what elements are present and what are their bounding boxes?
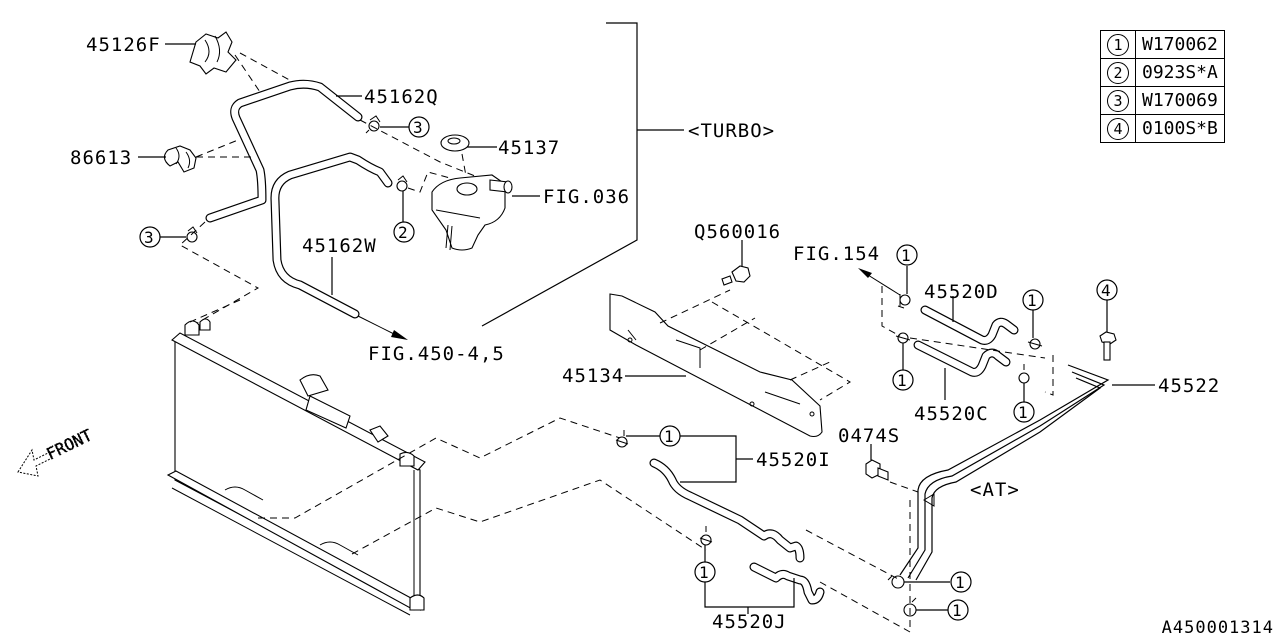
- svg-text:1: 1: [955, 573, 965, 592]
- svg-text:3: 3: [413, 118, 423, 137]
- callout-4: 4: [1096, 279, 1118, 301]
- bolt-0474S[interactable]: [865, 459, 889, 481]
- callout-1-f: 1: [947, 599, 969, 621]
- callout-2: 2: [393, 221, 415, 243]
- front-direction-arrow: FRONT: [17, 425, 96, 477]
- callout-1-h: 1: [694, 561, 716, 583]
- clamp-1-h[interactable]: [699, 526, 713, 546]
- label-0474S: 0474S: [838, 425, 900, 447]
- callout-1-a: 1: [896, 244, 918, 266]
- label-45137: 45137: [498, 137, 560, 159]
- svg-text:1: 1: [664, 427, 674, 446]
- svg-text:1: 1: [1027, 291, 1037, 310]
- callout-1-b: 1: [892, 369, 914, 391]
- clip-86613[interactable]: [163, 145, 197, 173]
- clamp-1-d[interactable]: [1018, 364, 1030, 384]
- callout-3-upper: 3: [408, 116, 430, 138]
- legend-row: 4 0100S*B: [1100, 114, 1225, 143]
- front-label: FRONT: [43, 425, 95, 463]
- label-45520J: 45520J: [712, 611, 787, 633]
- label-45520D: 45520D: [924, 281, 999, 303]
- legend-row: 3 W170069: [1100, 86, 1225, 115]
- svg-text:1: 1: [1018, 403, 1028, 422]
- clamp-1-b[interactable]: [895, 332, 911, 344]
- hose-45520D[interactable]: [920, 305, 1019, 345]
- callout-1-g: 1: [659, 425, 681, 447]
- legend-ref-3: 3: [1107, 89, 1129, 112]
- turbo-bracket: [481, 22, 684, 327]
- legend-ref-4: 4: [1107, 117, 1129, 140]
- svg-text:1: 1: [901, 246, 911, 265]
- callout-3-lower: 3: [139, 226, 161, 248]
- legend-ref-1: 1: [1107, 33, 1129, 56]
- hose-45520I[interactable]: [649, 458, 805, 563]
- label-45162Q: 45162Q: [364, 86, 439, 108]
- radiator[interactable]: [166, 318, 426, 616]
- clamp-1-c[interactable]: [1027, 338, 1043, 350]
- svg-text:1: 1: [699, 563, 709, 582]
- clip-45126F[interactable]: [189, 31, 237, 75]
- svg-text:1: 1: [897, 371, 907, 390]
- clamp-3-upper[interactable]: [365, 115, 381, 134]
- parts-legend-table: 1 W170062 2 0923S*A 3 W170069 4 0100S*B: [1100, 30, 1225, 143]
- at-label: <AT>: [970, 479, 1020, 501]
- label-45520I: 45520I: [756, 449, 831, 471]
- legend-part-4: 0100S*B: [1135, 114, 1225, 143]
- hose-45162Q[interactable]: [205, 79, 363, 223]
- turbo-label: <TURBO>: [688, 120, 775, 142]
- arrow-fig450: [391, 330, 408, 340]
- hose-45520C[interactable]: [913, 340, 1011, 377]
- legend-ref-2: 2: [1107, 61, 1129, 84]
- legend-part-3: W170069: [1135, 86, 1225, 115]
- bolt-Q560016[interactable]: [721, 265, 751, 286]
- label-86613: 86613: [70, 147, 132, 169]
- clamp-1-a[interactable]: [897, 294, 911, 309]
- hose-45520J[interactable]: [749, 562, 825, 605]
- label-45520C: 45520C: [914, 403, 989, 425]
- label-45522: 45522: [1158, 375, 1220, 397]
- hose-45162W[interactable]: [270, 152, 393, 319]
- clamp-1-g[interactable]: [615, 430, 629, 448]
- bolt-4[interactable]: [1099, 331, 1117, 361]
- callout-1-c: 1: [1022, 289, 1044, 311]
- clamp-3-lower[interactable]: [186, 226, 198, 243]
- legend-row: 2 0923S*A: [1100, 58, 1225, 87]
- svg-text:1: 1: [952, 601, 962, 620]
- diagram-id: A450001314: [1161, 618, 1274, 638]
- label-45134: 45134: [562, 365, 624, 387]
- link-fig450[interactable]: FIG.450-4,5: [368, 343, 505, 365]
- legend-part-1: W170062: [1135, 30, 1225, 59]
- label-45162W: 45162W: [302, 235, 377, 257]
- link-fig036[interactable]: FIG.036: [543, 186, 630, 208]
- svg-text:3: 3: [144, 228, 154, 247]
- callout-1-d: 1: [1013, 401, 1035, 423]
- label-Q560016: Q560016: [694, 221, 781, 243]
- link-fig154[interactable]: FIG.154: [793, 243, 880, 265]
- callout-1-e: 1: [950, 571, 972, 593]
- legend-part-2: 0923S*A: [1135, 58, 1225, 87]
- legend-row: 1 W170062: [1100, 30, 1225, 59]
- reservoir-cap-45137[interactable]: [440, 134, 470, 152]
- label-45126F: 45126F: [86, 34, 161, 56]
- clamp-2[interactable]: [396, 175, 408, 192]
- bracket-45134[interactable]: [609, 293, 823, 438]
- reservoir-tank[interactable]: [431, 174, 513, 251]
- svg-text:2: 2: [398, 223, 408, 242]
- svg-text:4: 4: [1101, 281, 1111, 300]
- pipe-45522[interactable]: [899, 364, 1110, 581]
